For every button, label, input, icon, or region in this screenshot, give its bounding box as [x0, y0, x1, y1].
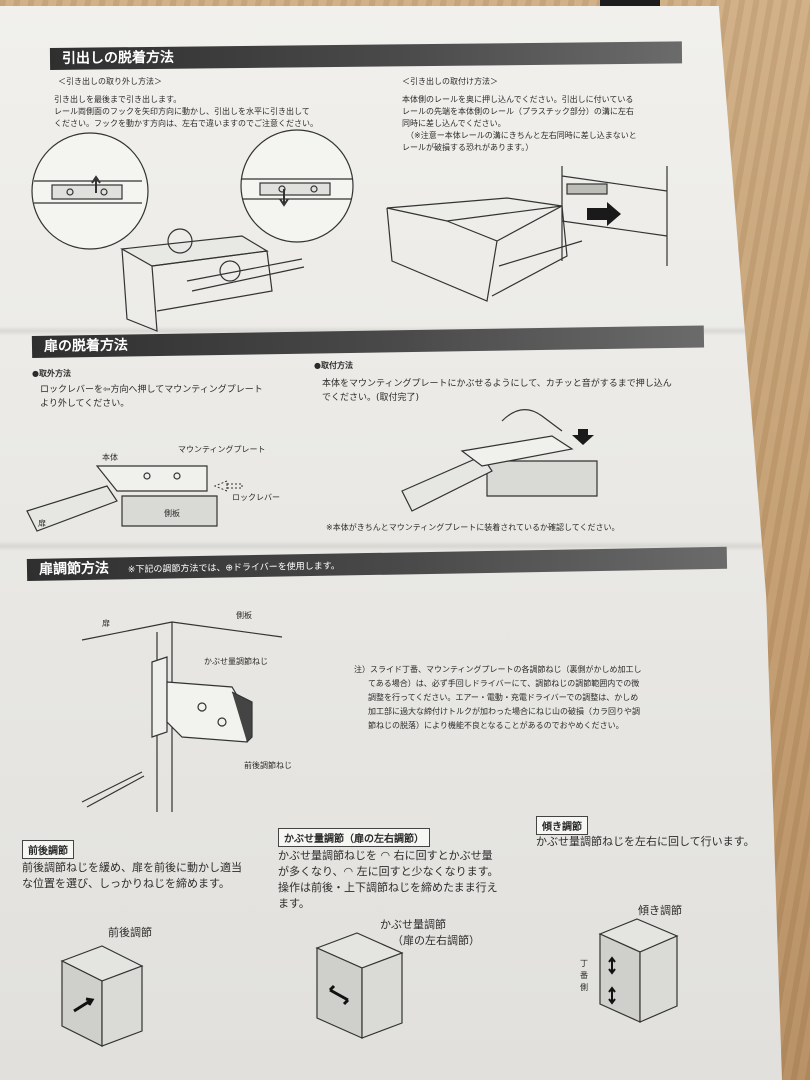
door-removal-illustration — [26, 465, 243, 532]
label-side-panel: 側板 — [164, 509, 180, 518]
hinge-side-label: 丁番側 — [580, 959, 588, 992]
drawer-attach-line: 同時に差し込んでください。 — [402, 119, 506, 128]
overlay-adjust-figure — [315, 932, 404, 1039]
adjust-note-line: 注）スライド丁番、マウンティングプレートの各調節ねじ（裏側がかしめ加工し — [354, 665, 642, 674]
label-body: 本体 — [102, 453, 118, 462]
drawer-remove-line: ください。フックを動かす方向は、左右で違いますのでご注意ください。 — [54, 119, 318, 128]
tilt-adjust-figure — [598, 918, 679, 1023]
drawer-attach-illustration — [386, 166, 668, 302]
up-down-arrow-icon — [608, 956, 616, 975]
fold-crease — [0, 541, 782, 551]
label-door: 扉 — [102, 619, 110, 628]
section-header-adjust: 扉調節方法 ※下記の調節方法では、⊕ドライバーを使用します。 — [26, 546, 728, 581]
overlay-adjust-line: かぶせ量調節ねじを ◠ 右に回すとかぶせ量 — [278, 849, 493, 862]
drawer-removal-illustration — [31, 129, 354, 332]
tilt-figure-caption: 傾き調節 — [638, 904, 682, 917]
hinge-illustration — [81, 621, 283, 812]
tilt-adjust-line: かぶせ量調節ねじを左右に回して行います。 — [536, 835, 755, 848]
tilt-adjust-label: 傾き調節 — [536, 816, 588, 835]
adjust-note-line: 加工部に過大な締付けトルクが加わった場合にねじ山の破損（カラ回りや調 — [368, 707, 640, 716]
section-header-drawer: 引出しの脱着方法 — [49, 41, 683, 70]
overlay-figure-caption: かぶせ量調節 — [380, 918, 446, 931]
depth-adjust-label: 前後調節 — [22, 840, 74, 859]
double-arrow-icon — [73, 997, 95, 1013]
depth-adjust-figure — [60, 945, 144, 1047]
drawer-remove-line: 引き出しを最後まで引き出します。 — [54, 95, 182, 104]
overlay-adjust-line: ます。 — [278, 897, 310, 910]
overlay-adjust-label: かぶせ量調節（扉の左右調節） — [278, 828, 430, 847]
depth-adjust-line: 前後調節ねじを緩め、扉を前後に動かし適当 — [22, 861, 242, 874]
door-attach-illustration — [401, 409, 598, 512]
label-overlay-screw: かぶせ量調節ねじ — [204, 657, 268, 666]
door-attach-heading: ●取付方法 — [314, 361, 353, 370]
lever-arrow-icon — [213, 480, 243, 492]
push-arrow-icon — [587, 202, 621, 226]
overlay-figure-caption: （扉の左右調節） — [392, 934, 480, 947]
label-depth-screw: 前後調節ねじ — [244, 761, 292, 770]
door-attach-line: 本体をマウンティングプレートにかぶせるようにして、カチッと音がするまで押し込ん — [322, 379, 672, 389]
adjust-note-line: 調整を行ってください。エアー・電動・充電ドライバーでの調整は、かしめ — [368, 693, 639, 702]
label-mounting-plate: マウンティングプレート — [178, 445, 266, 454]
label-lock-lever: ロックレバー — [232, 493, 280, 502]
up-down-arrow-icon — [608, 986, 616, 1005]
adjust-note-line: 節ねじの脱落）により機能不良となることがあるのでおやめください。 — [368, 721, 624, 730]
door-note: ※本体がきちんとマウンティングプレートに装着されているか確認してください。 — [326, 523, 620, 532]
door-remove-line: ロックレバーを⇦方向へ押してマウンティングプレート — [40, 385, 263, 395]
adjust-note-line: てある場合）は、必ず手回しドライバーにて、調節ねじの調節範囲内での微 — [368, 679, 640, 688]
door-attach-line: でください。(取付完了) — [322, 393, 420, 403]
label-door: 扉 — [38, 519, 46, 528]
drawer-attach-line: 本体側のレールを奥に押し込んでください。引出しに付いている — [402, 95, 634, 104]
double-arrow-icon — [328, 984, 350, 1006]
drawer-remove-heading: ＜引き出しの取り外し方法＞ — [58, 77, 162, 86]
overlay-adjust-line: が多くなり、◠ 左に回すと少なくなります。 — [278, 865, 499, 878]
adjust-subtitle: ※下記の調節方法では、⊕ドライバーを使用します。 — [127, 561, 340, 576]
drawer-attach-line: （※注意ー本体レールの溝にきちんと左右同時に差し込まないと — [406, 131, 637, 140]
drawer-attach-line: レールの先端を本体側のレール（プラスチック部分）の溝に左右 — [402, 107, 634, 116]
adjust-title: 扉調節方法 — [38, 560, 110, 578]
drawer-attach-line: レールが破損する恐れがあります。） — [402, 143, 534, 152]
depth-adjust-line: な位置を選び、しっかりねじを締めます。 — [22, 877, 230, 890]
depth-figure-caption: 前後調節 — [108, 926, 152, 939]
press-arrow-icon — [572, 429, 594, 445]
door-remove-line: より外してください。 — [40, 399, 130, 409]
overlay-adjust-line: 操作は前後・上下調節ねじを締めたまま行え — [278, 881, 498, 894]
instruction-sheet: 引出しの脱着方法 ＜引き出しの取り外し方法＞ 引き出しを最後まで引き出します。 … — [0, 6, 782, 1080]
label-side-panel: 側板 — [236, 611, 252, 620]
door-remove-heading: ●取外方法 — [32, 369, 71, 378]
drawer-attach-heading: ＜引き出しの取付け方法＞ — [402, 77, 498, 86]
drawer-remove-line: レール両側面のフックを矢印方向に動かし、引出しを水平に引き出して — [54, 107, 310, 116]
